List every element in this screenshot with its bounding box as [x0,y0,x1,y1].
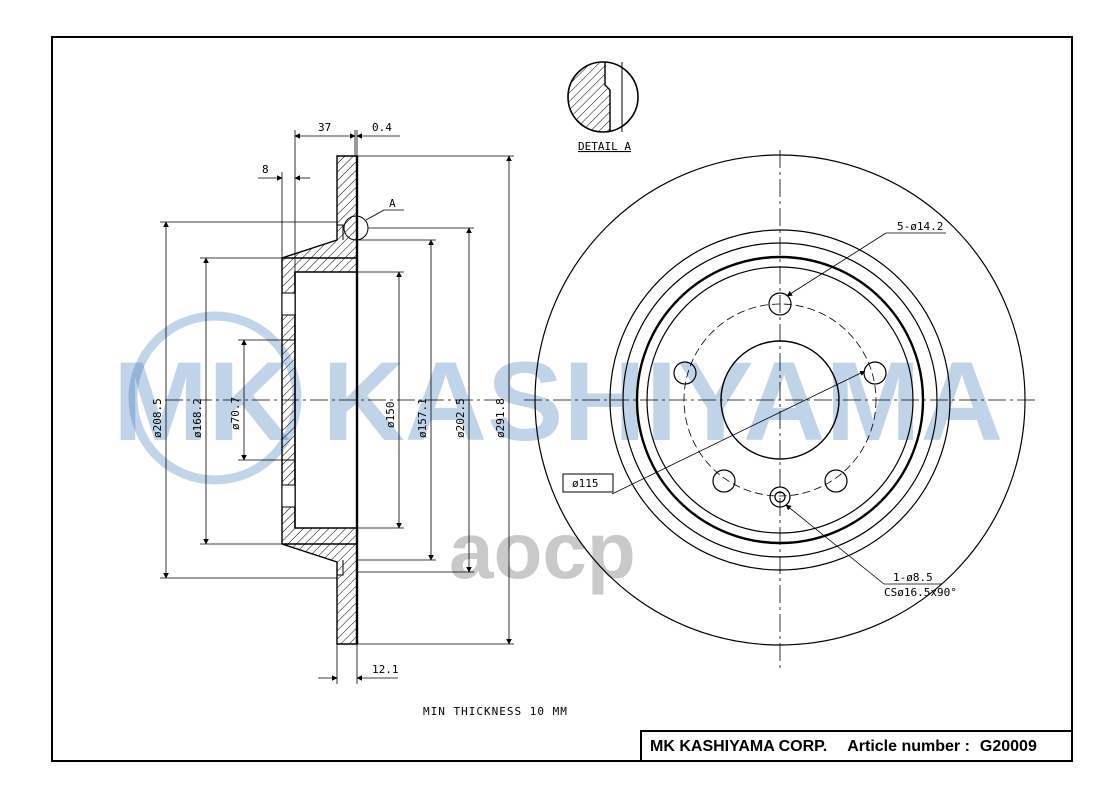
dim-label-d202: ø202.5 [454,398,467,438]
dim-label-d150: ø150 [384,402,397,429]
bolt-hole-1 [768,292,792,316]
watermark-logo-circle [128,311,302,485]
bolt-hole-5 [673,361,697,385]
pcd-label-box [562,473,614,493]
dim-label-d157: ø157.1 [416,398,429,438]
watermark-secondary-text: aocp [449,506,636,595]
label-pcd: ø115 [572,477,599,490]
dim-label-8: 8 [262,163,269,176]
detail-a-view [567,61,639,133]
leader-pcd [611,370,866,495]
article-number-label: Article number : [847,737,970,755]
detail-a-marker: A [389,197,396,210]
dim-label-04: 0.4 [372,121,392,134]
company-name: MK KASHIYAMA CORP. [650,737,828,755]
dim-label-d70: ø70.7 [229,397,242,430]
label-locator-hole: 1-ø8.5 [893,571,933,584]
section-groove [337,224,344,240]
min-thickness-note: MIN THICKNESS 10 MM [423,705,568,718]
dim-label-d208: ø208.5 [151,398,164,438]
dim-label-d168: ø168.2 [191,398,204,438]
drawing-frame [51,36,1073,762]
section-bolt-hole-lower [281,484,296,508]
leader-bolt-holes [786,232,887,297]
title-block: MK KASHIYAMA CORP. Article number : G200… [640,730,1072,761]
section-groove-lower [337,560,344,576]
detail-a-leader [365,209,385,221]
watermark-text: MK KASHIYAMA [113,339,1003,464]
label-countersink: CSø16.5x90° [884,586,957,599]
leader-locator-hole [785,504,885,585]
locator-hole [774,491,786,503]
section-bolt-hole [281,292,296,316]
front-view [524,150,1036,672]
detail-a-label: DETAIL A [578,140,631,153]
label-bolt-holes: 5-ø14.2 [897,220,943,233]
watermark: MK KASHIYAMA aocp [113,311,1003,595]
bolt-hole-4 [712,469,736,493]
locator-hole-countersink [769,486,791,508]
dim-label-thickness: 12.1 [372,663,399,676]
dim-label-37: 37 [318,121,331,134]
dim-label-d291: ø291.8 [494,398,507,438]
detail-a-profile [604,62,611,132]
bolt-hole-3 [824,469,848,493]
section-dimensions [160,130,514,684]
article-number: G20009 [979,737,1037,755]
